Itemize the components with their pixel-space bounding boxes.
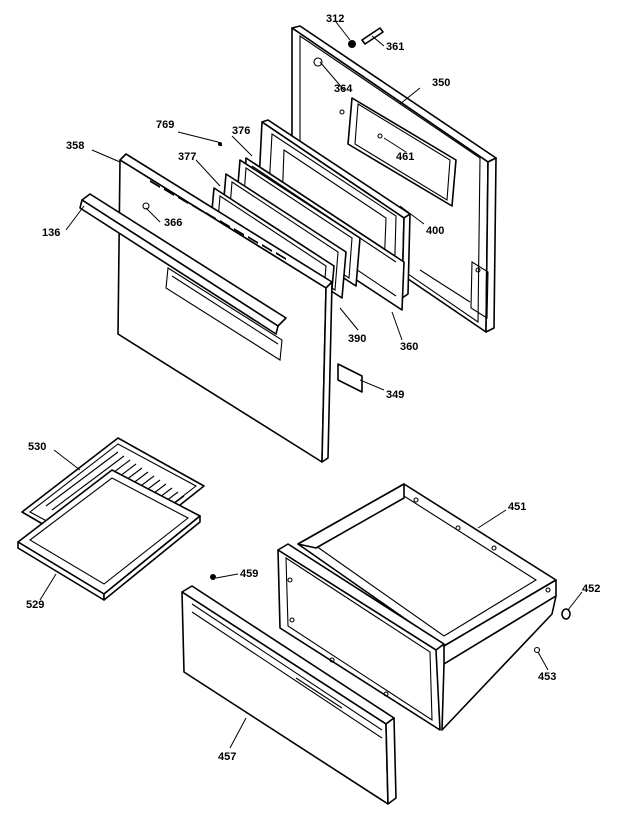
vent-slots — [150, 180, 286, 260]
callout-376: 376 — [232, 125, 250, 137]
callout-349: 349 — [386, 389, 404, 401]
callout-769: 769 — [156, 119, 174, 131]
callout-361: 361 — [386, 41, 404, 53]
callout-390: 390 — [348, 333, 366, 345]
drawer-front-plate — [277, 543, 445, 731]
callout-461: 461 — [396, 151, 414, 163]
callout-350: 350 — [432, 77, 450, 89]
callout-529: 529 — [26, 599, 44, 611]
callout-364: 364 — [334, 83, 353, 95]
callout-452: 452 — [582, 583, 600, 595]
broiler-pan — [17, 469, 201, 601]
door-handle — [79, 193, 287, 335]
callout-312: 312 — [326, 13, 344, 25]
leader-lines — [39, 21, 583, 749]
callout-labels: 312 361 364 350 376 769 358 377 461 366 … — [26, 13, 600, 763]
outer-door-panel — [291, 25, 497, 333]
fasteners — [142, 27, 384, 210]
front-door-panel — [117, 153, 333, 463]
small-parts — [210, 574, 571, 654]
drawer-body — [297, 483, 557, 731]
callout-530: 530 — [28, 441, 46, 453]
insulation-strip — [337, 363, 363, 393]
callout-451: 451 — [508, 501, 526, 513]
callout-453: 453 — [538, 671, 556, 683]
callout-358: 358 — [66, 140, 84, 152]
callout-457: 457 — [218, 751, 236, 763]
callout-136: 136 — [42, 227, 60, 239]
callout-459: 459 — [240, 568, 258, 580]
drawer-front-panel — [181, 585, 397, 805]
callout-377: 377 — [178, 151, 196, 163]
callout-400: 400 — [426, 225, 444, 237]
callout-360: 360 — [400, 341, 418, 353]
callout-366: 366 — [164, 217, 182, 229]
